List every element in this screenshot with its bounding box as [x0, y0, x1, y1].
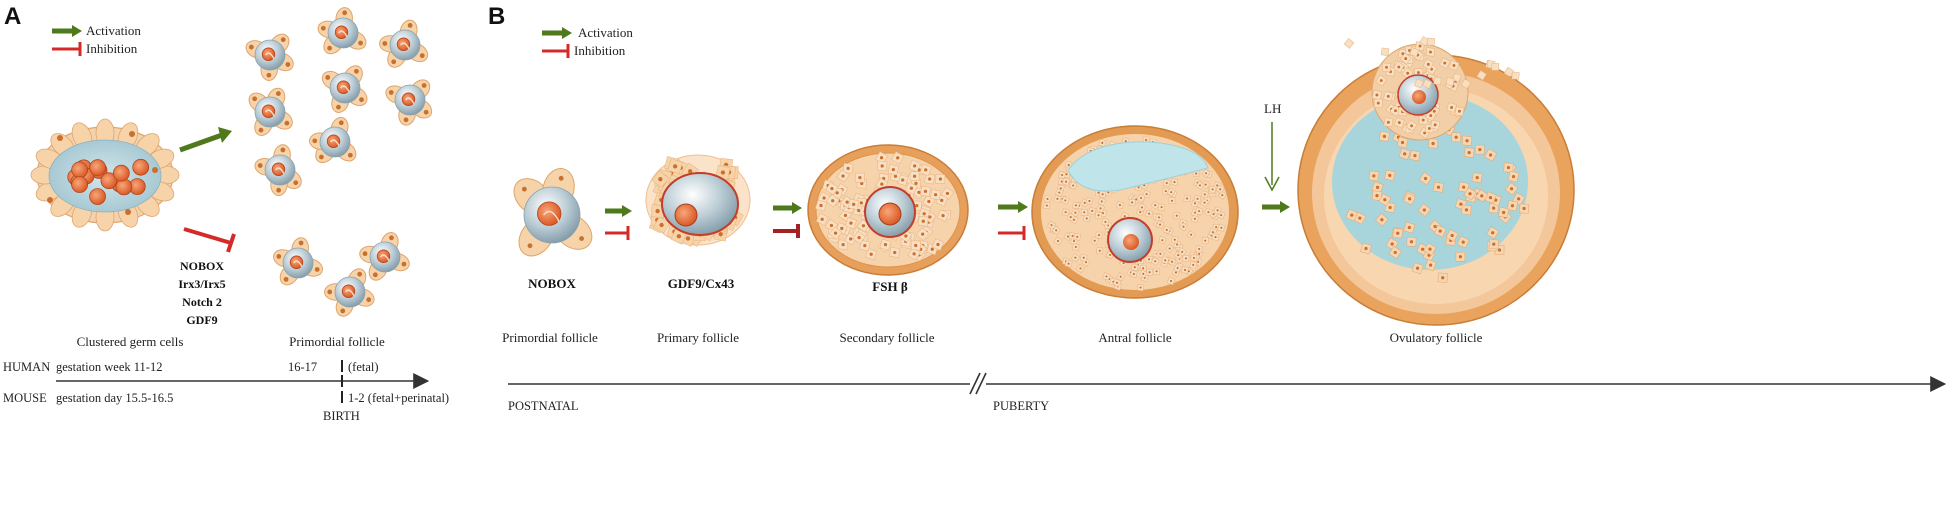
- ovulatory-follicle-illustration: [1297, 36, 1575, 326]
- inhibition-bar-icon: [52, 42, 82, 56]
- stage-label-clustered: Clustered germ cells: [77, 334, 184, 349]
- antral-follicle-illustration: [1031, 125, 1239, 299]
- birth-label: BIRTH: [323, 409, 360, 423]
- panel-b-letter: B: [488, 3, 505, 30]
- activation-arrow-icon: [1262, 201, 1290, 213]
- panel-a-letter: A: [4, 3, 21, 30]
- activation-arrow-icon: [773, 202, 802, 214]
- follicle-stage-label: Primary follicle: [657, 330, 739, 345]
- lh-arrow-icon: [1264, 122, 1280, 192]
- gene-label: NOBOX: [528, 276, 576, 291]
- activation-arrow-icon: [605, 205, 632, 217]
- activation-arrow-icon: [998, 201, 1028, 213]
- gene-label: GDF9: [186, 313, 217, 327]
- panel-a-gene-list: NOBOX Irx3/Irx5 Notch 2 GDF9: [178, 259, 225, 327]
- gene-label: FSH β: [872, 279, 908, 294]
- gene-label: Notch 2: [182, 295, 222, 309]
- inhibition-bar-icon: [542, 44, 570, 58]
- panel-a-legend: Activation Inhibition: [52, 23, 141, 56]
- legend-activation-label: Activation: [86, 23, 141, 38]
- inhibition-bar-icon: [773, 224, 800, 238]
- mouse-gestation-text: gestation day 15.5-16.5: [56, 391, 173, 405]
- human-note: (fetal): [348, 360, 379, 374]
- primordial-follicles-dormant-illustration: [273, 232, 410, 317]
- secondary-follicle-illustration: [807, 144, 969, 276]
- panel-a-timeline: HUMAN gestation week 11-12 16-17 (fetal)…: [3, 360, 449, 423]
- primordial-follicle-illustration: [513, 167, 593, 257]
- gene-label: GDF9/Cx43: [668, 276, 735, 291]
- mouse-label: MOUSE: [3, 391, 47, 405]
- stage-label-primordial: Primordial follicle: [289, 334, 385, 349]
- follicle-stage-label: Primordial follicle: [502, 330, 598, 345]
- panel-b-legend: Activation Inhibition: [542, 25, 633, 58]
- gene-label: Irx3/Irx5: [178, 277, 225, 291]
- primary-follicle-illustration: [645, 154, 751, 247]
- inhibition-bar-icon: [605, 226, 630, 240]
- activation-arrow-icon: [542, 27, 572, 39]
- human-gestation-text: gestation week 11-12: [56, 360, 162, 374]
- lh-hormone-label: LH: [1264, 101, 1281, 116]
- follicle-stage-label: Antral follicle: [1098, 330, 1172, 345]
- inhibition-bar-icon: [183, 227, 236, 253]
- mouse-note: 1-2 (fetal+perinatal): [348, 391, 449, 405]
- activation-arrow-icon: [179, 127, 232, 153]
- legend-inhibition-label: Inhibition: [574, 43, 626, 58]
- timeline-break-icon: [969, 372, 987, 395]
- follicle-stage-label: Secondary follicle: [840, 330, 935, 345]
- legend-activation-label: Activation: [578, 25, 633, 40]
- primordial-follicles-activated-illustration: [245, 7, 433, 196]
- legend-inhibition-label: Inhibition: [86, 41, 138, 56]
- timeline-postnatal-label: POSTNATAL: [508, 399, 579, 413]
- activation-arrow-icon: [52, 25, 82, 37]
- follicle-stage-label: Ovulatory follicle: [1390, 330, 1483, 345]
- inhibition-bar-icon: [998, 226, 1026, 240]
- human-label: HUMAN: [3, 360, 50, 374]
- gene-label: NOBOX: [180, 259, 224, 273]
- timeline-puberty-label: PUBERTY: [993, 399, 1049, 413]
- clustered-germ-cells-illustration: [30, 118, 180, 232]
- human-week-range: 16-17: [288, 360, 317, 374]
- panel-b-timeline: POSTNATAL PUBERTY: [508, 372, 1947, 413]
